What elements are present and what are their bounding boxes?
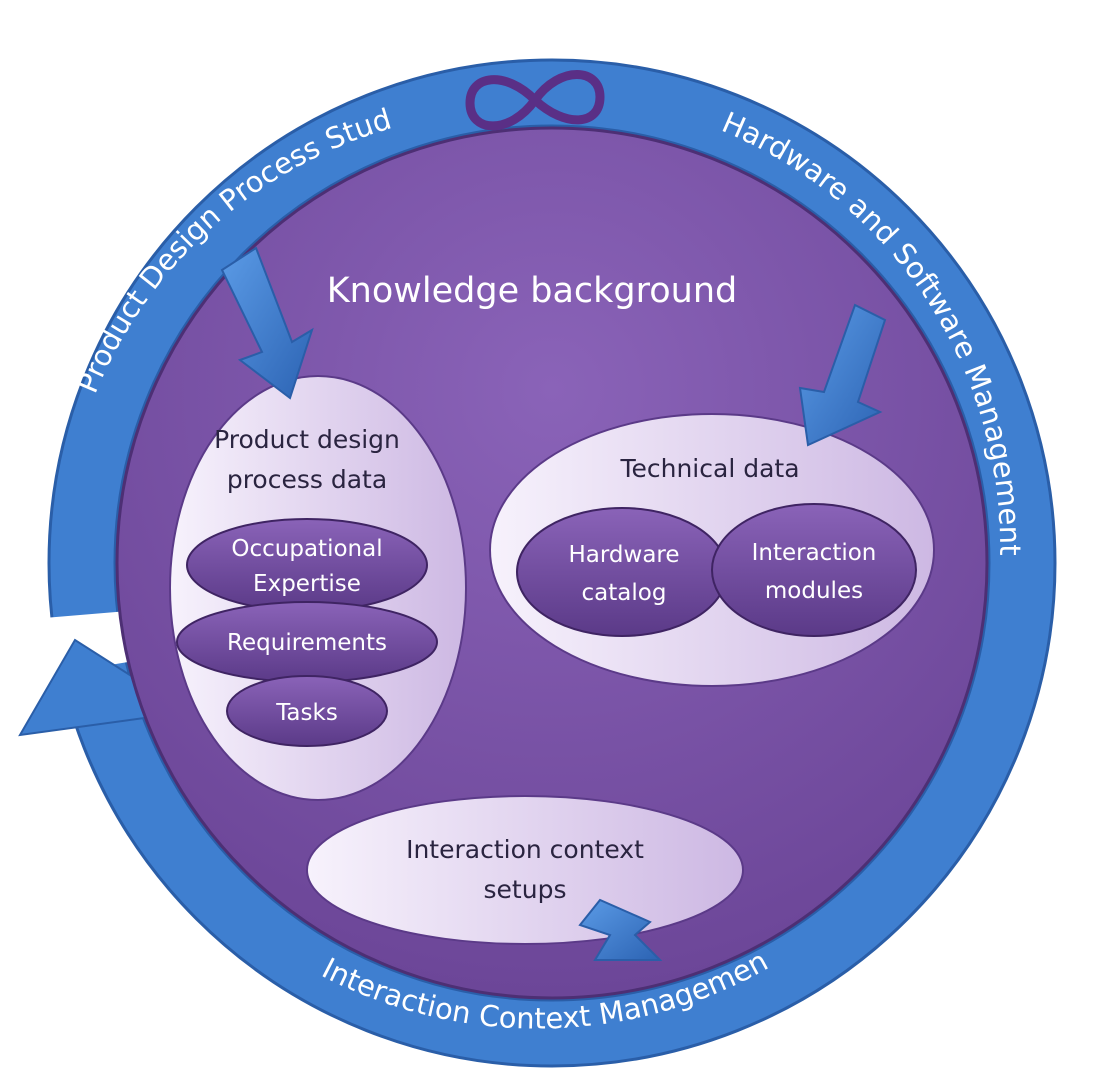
pill-occupational-line2: Expertise <box>253 571 361 597</box>
arrow-hw-sw-to-technical <box>798 303 887 447</box>
product-bubble-title-line2: process data <box>227 465 387 494</box>
pill-tasks <box>226 675 388 747</box>
context-bubble-line1: Interaction context <box>406 835 644 864</box>
pill-requirements-label: Requirements <box>227 630 387 656</box>
product-bubble-title-line1: Product design <box>214 425 400 454</box>
pill-hardware-line2: catalog <box>582 580 667 606</box>
pill-hardware-catalog <box>516 507 728 637</box>
pill-occupational-expertise <box>186 518 428 612</box>
pill-interaction-line1: Interaction <box>752 540 877 566</box>
outer-ring-edge <box>47 58 1057 1068</box>
technical-bubble-title: Technical data <box>619 454 799 483</box>
arrow-product-study-to-data <box>220 246 314 400</box>
pill-tasks-label: Tasks <box>275 700 338 726</box>
outer-cycle-ring <box>49 60 1055 1066</box>
pill-interaction-line2: modules <box>765 578 863 604</box>
pill-interaction-modules <box>711 503 917 637</box>
pill-hardware-line1: Hardware <box>568 542 679 568</box>
infinity-symbol-icon <box>465 70 605 131</box>
inner-ring-edge <box>113 124 991 1002</box>
center-title: Knowledge background <box>327 271 738 311</box>
pill-occupational-line1: Occupational <box>231 536 382 562</box>
context-bubble-line2: setups <box>484 875 567 904</box>
interaction-context-bubble <box>306 795 744 945</box>
arrow-context-management-to-setups <box>578 898 663 961</box>
